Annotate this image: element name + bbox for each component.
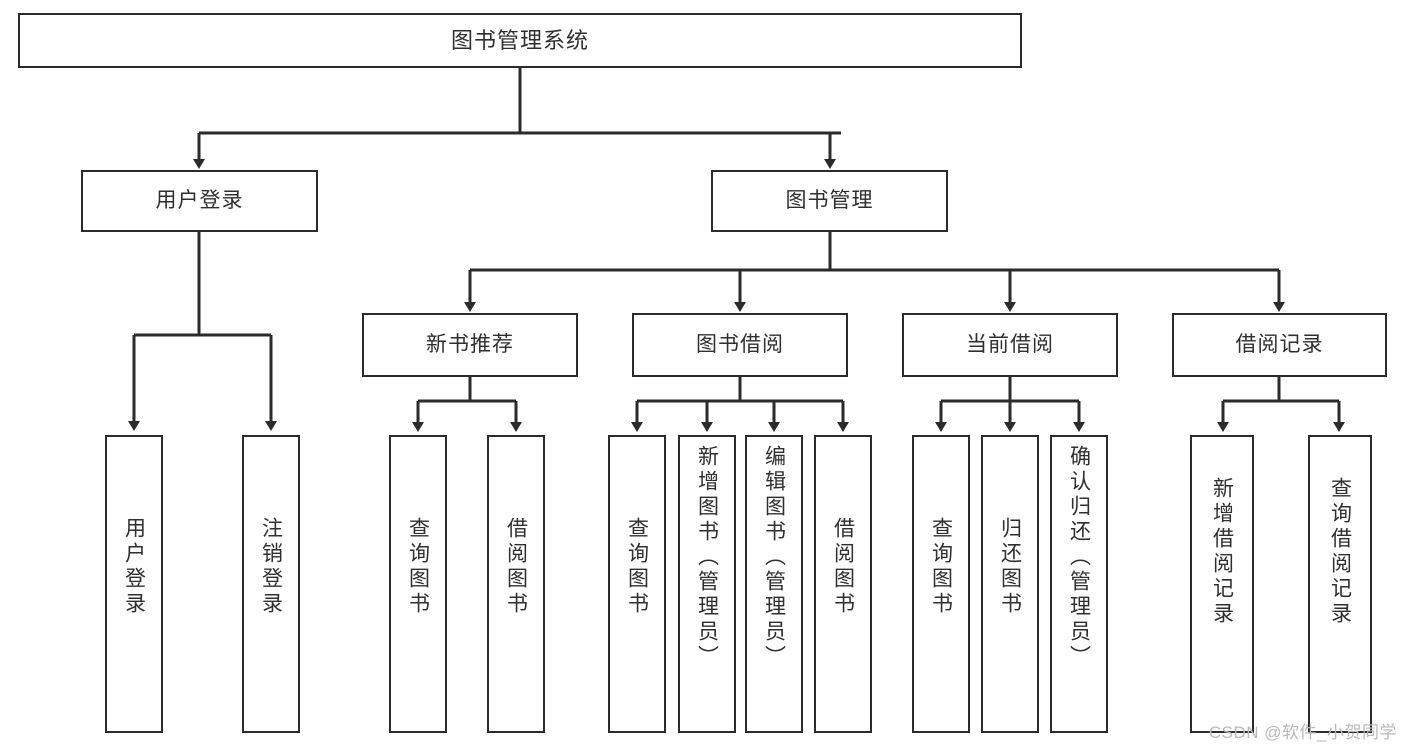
- node-user-login-label: 用户登录: [155, 188, 244, 212]
- node-leaf-edit-book-label: 编辑图书（管理员）: [762, 445, 786, 670]
- node-leaf-borrow-book-1[interactable]: 借阅图书: [487, 435, 545, 733]
- node-leaf-confirm-return-label: 确认归还（管理员）: [1067, 445, 1091, 670]
- node-leaf-add-record[interactable]: 新增借阅记录: [1190, 435, 1254, 733]
- node-borrow-record-label: 借阅记录: [1235, 332, 1324, 356]
- node-leaf-add-book-label: 新增图书（管理员）: [695, 445, 719, 670]
- node-leaf-user-login-label: 用户登录: [122, 517, 146, 617]
- node-leaf-query-record-label: 查询借阅记录: [1328, 477, 1352, 627]
- node-current-borrow-label: 当前借阅: [966, 332, 1054, 356]
- node-leaf-add-record-label: 新增借阅记录: [1210, 477, 1234, 627]
- node-leaf-query-book-1[interactable]: 查询图书: [389, 435, 447, 733]
- node-leaf-query-book-3[interactable]: 查询图书: [912, 435, 970, 733]
- node-book-management[interactable]: 图书管理: [711, 170, 948, 232]
- node-leaf-borrow-book-2-label: 借阅图书: [831, 517, 855, 617]
- node-leaf-return-book-label: 归还图书: [998, 517, 1022, 617]
- node-borrow-record[interactable]: 借阅记录: [1172, 313, 1387, 377]
- node-leaf-borrow-book-2[interactable]: 借阅图书: [814, 435, 872, 733]
- node-leaf-confirm-return[interactable]: 确认归还（管理员）: [1050, 435, 1108, 733]
- node-leaf-query-book-2[interactable]: 查询图书: [608, 435, 666, 733]
- node-leaf-query-record[interactable]: 查询借阅记录: [1308, 435, 1372, 733]
- node-book-borrow[interactable]: 图书借阅: [632, 313, 848, 377]
- node-user-login[interactable]: 用户登录: [81, 170, 318, 232]
- node-leaf-add-book[interactable]: 新增图书（管理员）: [678, 435, 736, 733]
- node-leaf-return-book[interactable]: 归还图书: [981, 435, 1039, 733]
- node-leaf-query-book-2-label: 查询图书: [625, 517, 649, 617]
- node-leaf-user-logout-label: 注销登录: [259, 517, 283, 617]
- node-leaf-borrow-book-1-label: 借阅图书: [504, 517, 528, 617]
- node-book-borrow-label: 图书借阅: [696, 332, 784, 356]
- node-leaf-query-book-3-label: 查询图书: [929, 517, 953, 617]
- node-root[interactable]: 图书管理系统: [18, 13, 1022, 68]
- node-leaf-user-logout[interactable]: 注销登录: [242, 435, 300, 733]
- node-root-label: 图书管理系统: [450, 27, 589, 53]
- node-leaf-edit-book[interactable]: 编辑图书（管理员）: [745, 435, 803, 733]
- node-leaf-user-login[interactable]: 用户登录: [105, 435, 163, 733]
- node-book-management-label: 图书管理: [785, 188, 874, 212]
- node-new-book-recommend-label: 新书推荐: [426, 332, 514, 356]
- node-current-borrow[interactable]: 当前借阅: [902, 313, 1118, 377]
- node-leaf-query-book-1-label: 查询图书: [406, 517, 430, 617]
- node-new-book-recommend[interactable]: 新书推荐: [362, 313, 578, 377]
